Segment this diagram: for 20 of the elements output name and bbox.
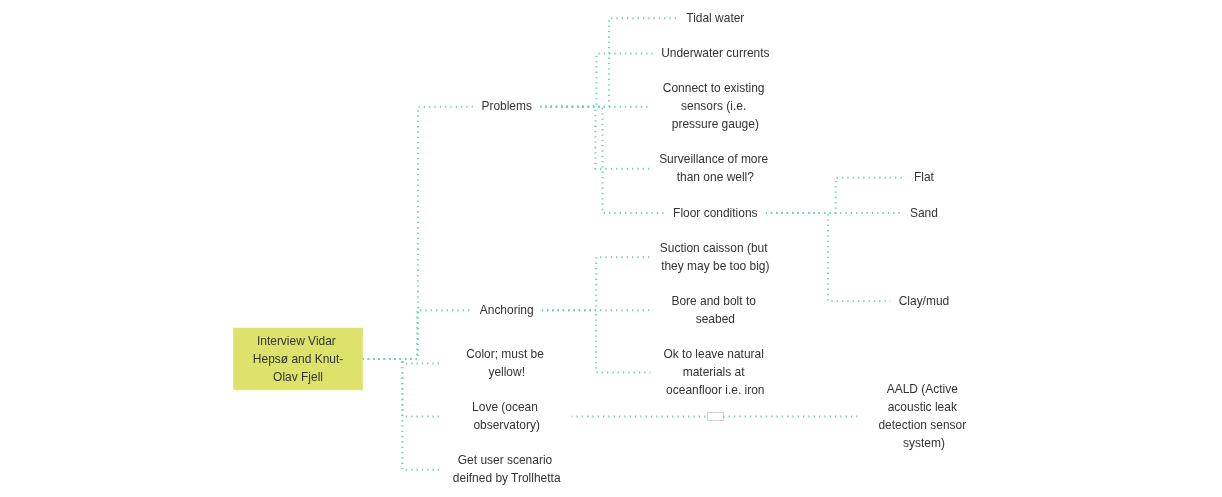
node-text: Ok to leave natural materials at oceanfloor i.e. iron [663,347,765,397]
node-text: Color; must be yellow! [466,347,544,379]
node-text: Problems [481,99,532,113]
node-text: AALD (Active acoustic leak detection sensor system) [878,382,967,450]
node-text: Floor conditions [673,205,758,220]
node-text: Love (ocean observatory) [472,400,540,432]
connector [722,415,861,418]
node-text: Anchoring [479,303,534,317]
node-text: Underwater currents [661,46,770,60]
node-text: Get user scenario deifned by Trollhetta [452,453,561,486]
node-text: Surveillance of more than one well? [659,152,769,185]
node-text: Connect to existing sensors (i.e. pressure gauge) [662,81,765,131]
node-box: Interview Vidar Hepsø and Knut-Olav Fjell [233,327,363,391]
node-text: Clay/mud [898,294,950,308]
node-text: Bore and bolt to seabed [671,294,756,326]
node-text: Sand [909,205,938,220]
node-text: Tidal water [686,11,745,25]
node-text: Flat [913,170,934,185]
node-box [707,412,724,421]
node-text: Suction caisson (but they may be too big) [659,241,770,273]
